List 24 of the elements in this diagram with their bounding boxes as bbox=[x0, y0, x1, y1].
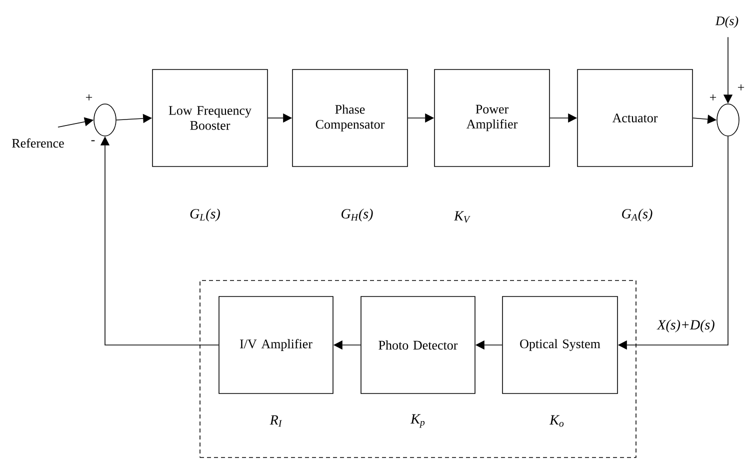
signal-label: Reference bbox=[12, 138, 64, 148]
sign-label: - bbox=[91, 140, 95, 142]
transfer-function-label: G$_{H}$(s) bbox=[342, 208, 373, 222]
process-box: Optical System bbox=[502, 296, 618, 394]
process-box: Low Frequency Booster bbox=[152, 69, 268, 167]
process-box: Photo Detector bbox=[360, 296, 476, 394]
process-box: Actuator bbox=[577, 69, 693, 167]
sign-label: + bbox=[738, 84, 744, 90]
transfer-function-label: K$_{V}$ bbox=[454, 211, 470, 223]
dashed-group-box bbox=[200, 280, 636, 458]
transfer-function-label: K$_{o}$ bbox=[549, 415, 564, 427]
transfer-function-label: G$_{L}$(s) bbox=[190, 208, 220, 222]
transfer-function-label: G$_{A}$(s) bbox=[622, 208, 652, 222]
signal-label: D(s) bbox=[715, 16, 738, 28]
summing-junction bbox=[716, 104, 740, 136]
edge-label: X(s)+D(s) bbox=[656, 318, 716, 334]
process-box: Phase Compensator bbox=[292, 69, 408, 167]
process-box: I/V Amplifier bbox=[218, 296, 334, 394]
sign-label: + bbox=[86, 94, 92, 100]
process-box: Power Amplifier bbox=[434, 69, 550, 167]
summing-junction bbox=[94, 104, 116, 136]
sign-label: + bbox=[710, 94, 716, 100]
transfer-function-label: K$_{p}$ bbox=[410, 414, 425, 428]
transfer-function-label: R$_{I}$ bbox=[270, 415, 282, 427]
